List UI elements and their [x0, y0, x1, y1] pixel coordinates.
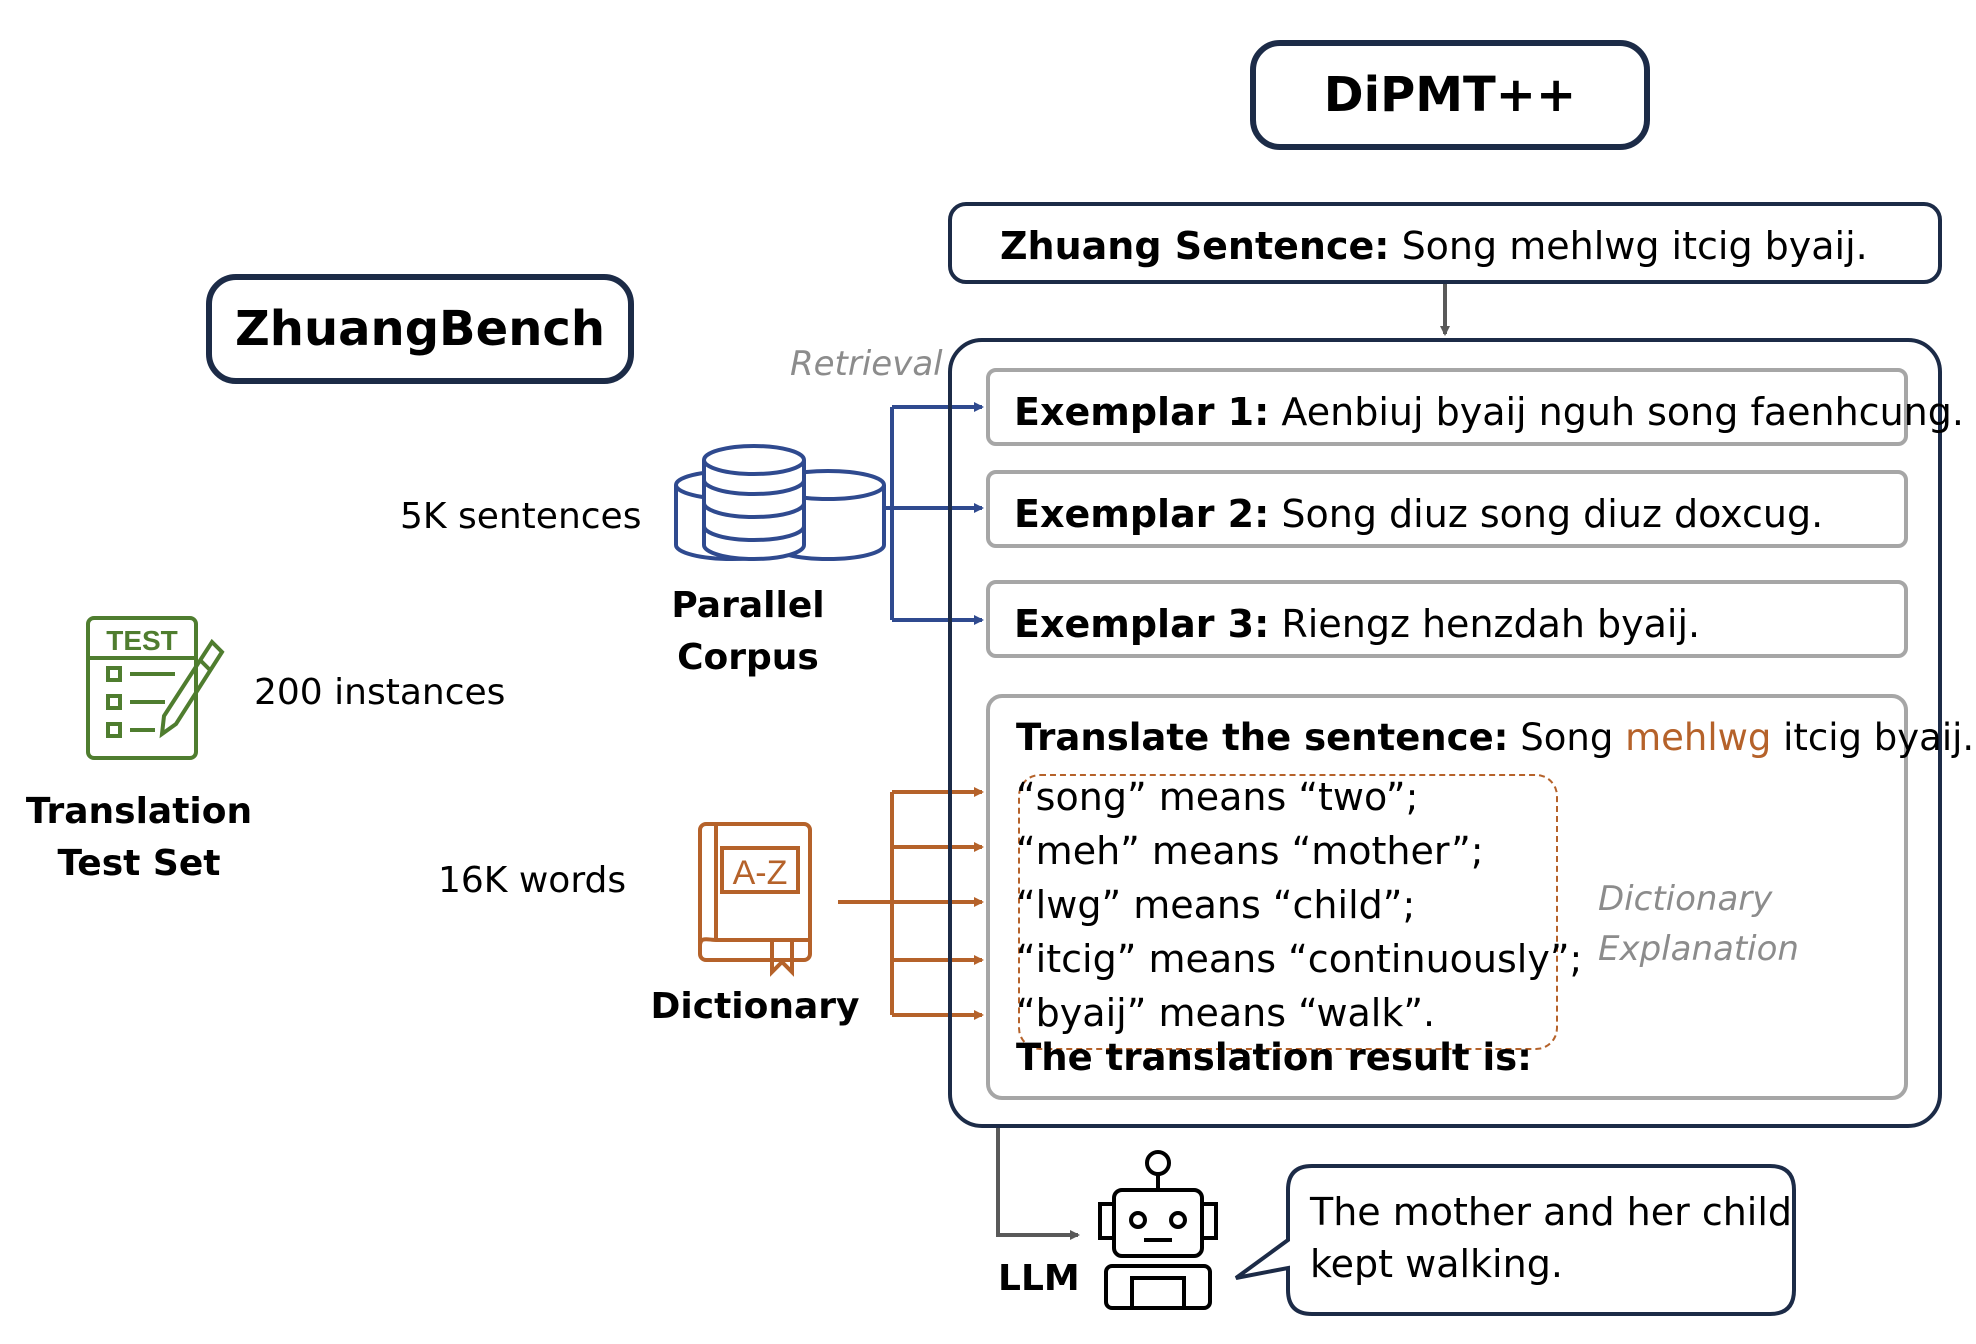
exemplar-box-2: Exemplar 2: Song diuz song diuz doxcug.: [986, 470, 1908, 548]
translation-prompt-box: [986, 694, 1908, 1100]
exemplar-label: Exemplar 2:: [1014, 492, 1270, 536]
zhuangbench-title: ZhuangBench: [234, 301, 605, 357]
translate-text-before: Song: [1520, 716, 1614, 759]
test-icon-text: TEST: [106, 625, 178, 656]
database-icon: [674, 444, 886, 561]
corpus-name-line1: Parallel: [671, 585, 825, 626]
dipmt-title: DiPMT++: [1323, 67, 1577, 123]
translate-highlight-word: mehlwg: [1625, 716, 1772, 759]
test-set-count: 200 instances: [254, 672, 506, 713]
dictionary-line: “itcig” means “continuously”;: [1016, 937, 1583, 981]
dictionary-icon-text: A-Z: [733, 854, 788, 892]
test-clipboard-icon: [86, 616, 225, 760]
zhuang-sentence-text: Song mehlwg itcig byaij.: [1401, 224, 1868, 268]
prompt-context-box: [948, 338, 1942, 1128]
test-set-name: Translation Test Set: [24, 786, 254, 890]
dictionary-arrows: [838, 787, 984, 1020]
robot-icon: [1098, 1150, 1218, 1310]
dictionary-line: “meh” means “mother”;: [1016, 829, 1484, 873]
dipmt-title-box: DiPMT++: [1250, 40, 1650, 150]
dictionary-line: “lwg” means “child”;: [1016, 883, 1416, 927]
dictionary-line: “song” means “two”;: [1016, 775, 1419, 819]
zhuang-sentence-box: Zhuang Sentence: Song mehlwg itcig byaij…: [948, 202, 1942, 284]
dictionary-line: “byaij” means “walk”.: [1016, 991, 1436, 1035]
translate-text-after: itcig byaij.: [1783, 716, 1975, 759]
translate-instruction: Translate the sentence: Song mehlwg itci…: [1016, 716, 1974, 759]
dictionary-book-icon: [698, 822, 812, 977]
retrieval-label: Retrieval: [790, 344, 943, 384]
corpus-name-line2: Corpus: [677, 637, 819, 678]
dictionary-name: Dictionary: [650, 986, 860, 1027]
corpus-count: 5K sentences: [400, 496, 642, 537]
zhuang-sentence-label: Zhuang Sentence:: [1000, 224, 1390, 268]
output-line2: kept walking.: [1310, 1242, 1563, 1286]
exemplar-box-1: Exemplar 1: Aenbiuj byaij nguh song faen…: [986, 368, 1964, 446]
dictionary-explanation-line1: Dictionary: [1598, 879, 1773, 919]
output-line1: The mother and her child: [1310, 1190, 1793, 1234]
corpus-name: Parallel Corpus: [660, 580, 836, 684]
dictionary-explanation-line2: Explanation: [1598, 929, 1799, 969]
dictionary-count: 16K words: [438, 860, 627, 901]
translate-label: Translate the sentence:: [1016, 716, 1509, 759]
output-speech-bubble: [1234, 1164, 1796, 1316]
output-text: The mother and her child kept walking.: [1310, 1186, 1792, 1290]
dictionary-explanation-box: [1018, 774, 1558, 1050]
test-set-name-line2: Test Set: [57, 843, 221, 884]
llm-input-arrow: [996, 1128, 1080, 1240]
test-set-name-line1: Translation: [25, 791, 253, 832]
exemplar-text: Riengz henzdah byaij.: [1281, 602, 1701, 646]
zhuangbench-title-box: ZhuangBench: [206, 274, 634, 384]
exemplar-text: Song diuz song diuz doxcug.: [1281, 492, 1824, 536]
dictionary-explanation-label: Dictionary Explanation: [1598, 874, 1799, 974]
exemplar-label: Exemplar 1:: [1014, 390, 1270, 434]
translation-result-label: The translation result is:: [1016, 1036, 1532, 1079]
dictionary-lines: “song” means “two”; “meh” means “mother”…: [1016, 770, 1582, 1040]
exemplar-text: Aenbiuj byaij nguh song faenhcung.: [1281, 390, 1964, 434]
llm-label: LLM: [998, 1258, 1080, 1299]
exemplar-box-3: Exemplar 3: Riengz henzdah byaij.: [986, 580, 1908, 658]
exemplar-label: Exemplar 3:: [1014, 602, 1270, 646]
